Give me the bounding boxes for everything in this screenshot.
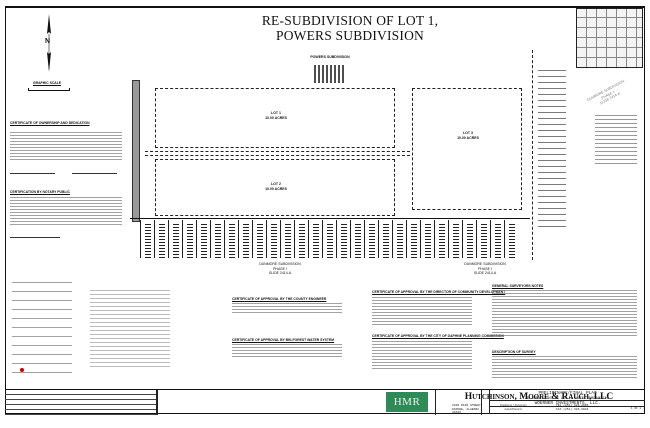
owner-info-block — [595, 115, 637, 165]
lot-2-area: 10.00 ACRES — [265, 186, 287, 191]
client-name: WOERNER INVESTMENTS, LLC. — [490, 400, 645, 407]
company-logo: HMR — [386, 392, 428, 412]
drawing-border — [5, 6, 645, 414]
county-engineer-heading: CERTIFICATE OF APPROVAL BY THE COUNTY EN… — [232, 297, 327, 301]
planning-commission-text — [372, 341, 472, 371]
community-dev-text — [372, 297, 472, 327]
ownership-cert-heading: CERTIFICATE OF OWNERSHIP AND DEDICATION — [10, 121, 90, 125]
graphic-scale-label: GRAPHIC SCALE — [33, 81, 62, 85]
legend — [12, 282, 87, 377]
vicinity-map — [576, 8, 643, 68]
title-line-2: POWERS SUBDIVISION — [276, 28, 424, 43]
north-label: N — [45, 38, 51, 45]
company-name: Hutchinson, Moore & Rauch, LLC — [464, 392, 614, 402]
lot-1-area: 10.00 ACRES — [265, 115, 287, 120]
notary-cert-heading: CERTIFICATION BY NOTARY PUBLIC — [10, 190, 70, 194]
lot-3-name: LOT 3 — [463, 131, 473, 135]
water-system-heading: CERTIFICATE OF APPROVAL BY BELFOREST WAT… — [232, 338, 335, 342]
date-line — [72, 173, 117, 174]
title-line-1: RE-SUBDIVISION OF LOT 1, — [261, 13, 439, 28]
notary-signature-line — [10, 237, 60, 238]
adjacent-subdivision-top: POWERS SUBDIVISION — [310, 55, 350, 59]
lot-3-area: 10.00 ACRES — [457, 135, 479, 140]
notary-cert-text — [10, 197, 122, 227]
access-easement — [145, 151, 410, 156]
road-right-of-way — [132, 80, 140, 222]
water-system-text — [232, 344, 342, 358]
adjacent-lot-stamp — [314, 65, 344, 83]
east-boundary — [532, 50, 533, 260]
description-heading: DESCRIPTION OF SURVEY — [492, 350, 536, 354]
cert-column-1 — [90, 290, 170, 370]
plat-type: PRELIMINARY/FINAL PLAT — [538, 391, 597, 396]
planning-commission-heading: CERTIFICATE OF APPROVAL BY THE CITY OF D… — [372, 334, 504, 338]
south-boundary — [130, 218, 530, 219]
legend-entries — [12, 282, 72, 377]
north-arrow-icon: N — [44, 14, 54, 74]
lot-1-name: LOT 1 — [271, 111, 281, 115]
sheet-number: 1 OF 1 — [630, 407, 641, 410]
county-engineer-text — [232, 303, 342, 313]
fire-hydrant-icon — [20, 368, 24, 372]
ownership-cert-text — [10, 132, 122, 162]
graphic-scale-bar — [28, 88, 70, 91]
lot-2-name: LOT 2 — [271, 182, 281, 186]
plat-info: PRELIMINARY/FINAL PLAT RE-SUBDIVISION OF… — [489, 389, 645, 414]
east-adjacent-lots — [538, 70, 566, 230]
adjacent-lots-row — [140, 220, 520, 262]
community-dev-heading: CERTIFICATE OF APPROVAL BY THE DIRECTOR … — [372, 290, 506, 294]
plat-project: RE-SUBDIVISION OF LOT 1, POWERS SUBDIVIS… — [526, 396, 609, 400]
revision-table — [5, 390, 157, 415]
title-block — [5, 389, 645, 415]
signature-line — [10, 173, 55, 174]
surveyor-notes-text — [492, 290, 637, 336]
surveyor-notes-heading: GENERAL SURVEYORS NOTES — [492, 284, 544, 288]
description-text — [492, 356, 637, 380]
plat-title: RE-SUBDIVISION OF LOT 1, POWERS SUBDIVIS… — [230, 13, 470, 43]
